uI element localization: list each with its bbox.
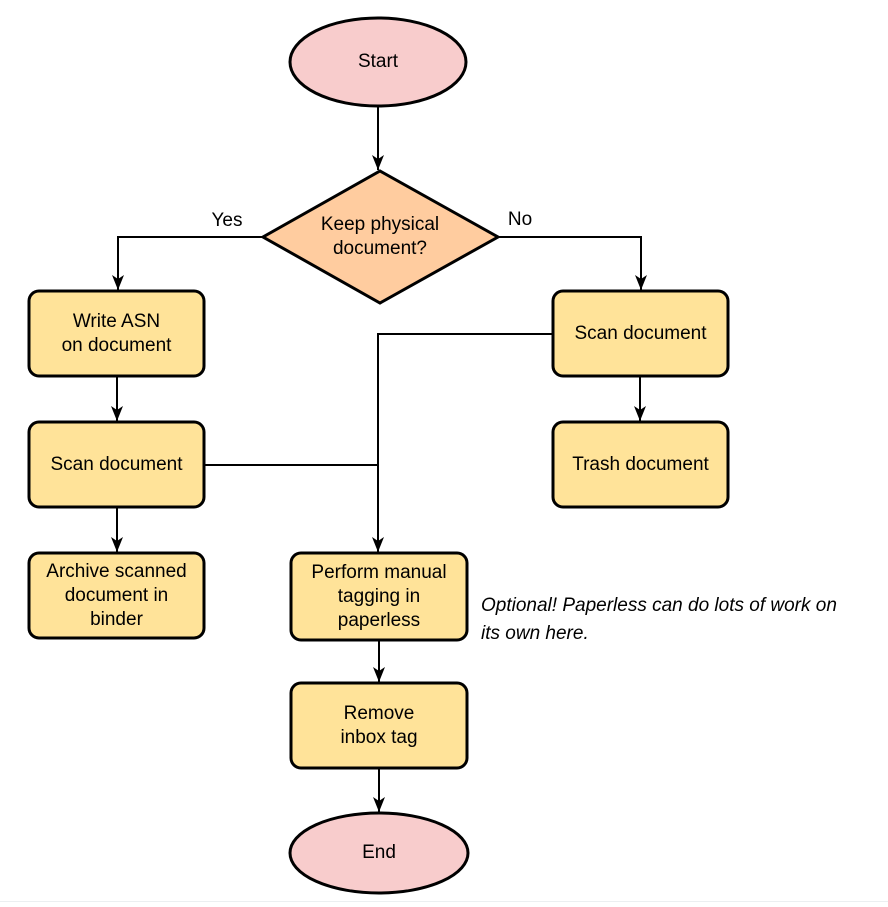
archive-node-shape xyxy=(27,551,206,640)
end-node-shape xyxy=(288,811,470,895)
tagging-node-shape xyxy=(289,551,469,642)
remove-inbox-node-shape xyxy=(289,681,469,770)
bottom-divider xyxy=(0,901,888,902)
scan-left-node-shape xyxy=(27,420,206,509)
write-asn-node-shape xyxy=(27,289,206,378)
edge-decision-no-to-scan-right xyxy=(498,236,647,290)
trash-node-shape xyxy=(551,420,730,509)
scan-right-node-shape xyxy=(551,289,730,378)
edge-scan-right-to-tagging xyxy=(372,333,553,552)
optional-annotation: Optional! Paperless can do lots of work … xyxy=(481,595,837,644)
decision-node-shape xyxy=(259,169,502,305)
start-node-shape xyxy=(288,16,468,108)
edge-decision-yes-to-write-asn xyxy=(112,236,263,290)
